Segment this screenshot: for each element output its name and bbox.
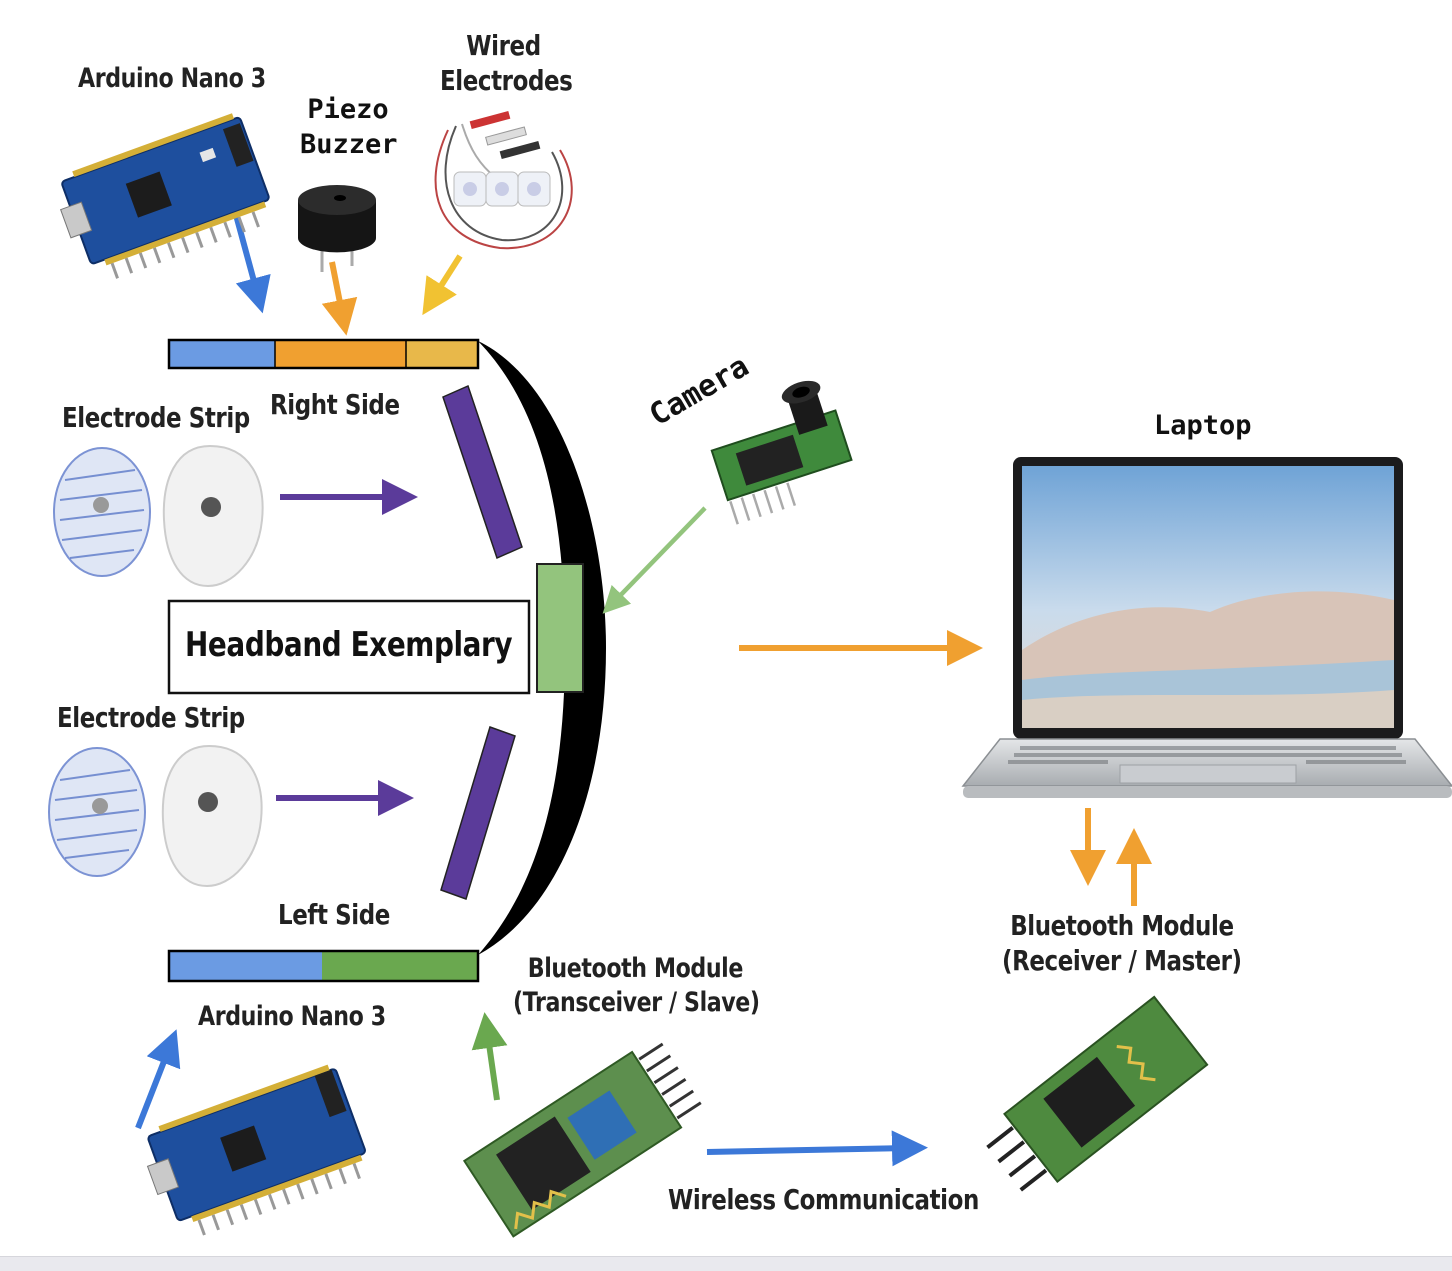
bt-master-label: Bluetooth Module (Receiver / Master) xyxy=(1002,908,1242,978)
piezo-label-line1: Piezo xyxy=(307,94,389,125)
bt-slave-line1: Bluetooth Module xyxy=(527,953,744,984)
bluetooth-module-icon xyxy=(462,1042,702,1238)
bt-slave-label: Bluetooth Module (Transceiver / Slave) xyxy=(513,952,760,1020)
electrode-pad-icon xyxy=(48,744,263,888)
arrow-buzzer-to-band xyxy=(321,261,358,336)
arduino-board-icon xyxy=(59,113,270,279)
wired-electrodes-label: Wired Electrodes xyxy=(440,28,573,98)
bottom-strip xyxy=(0,1256,1452,1271)
arrow-arduino-bottom-to-band xyxy=(135,1029,181,1130)
camera-slot xyxy=(536,563,584,693)
arrow-camera-to-headband xyxy=(602,506,707,614)
headband-arc xyxy=(478,341,606,955)
arduino-board-icon xyxy=(146,1064,366,1236)
laptop-label: Laptop xyxy=(1154,410,1252,441)
electrode-strip-bottom xyxy=(440,726,516,900)
arrow-wireless xyxy=(706,1130,928,1167)
wired-electrodes-icon xyxy=(434,110,573,250)
bluetooth-module-icon xyxy=(986,995,1209,1192)
left-side-band xyxy=(167,949,480,983)
piezo-buzzer-label: Piezo Buzzer xyxy=(300,92,398,162)
left-side-label: Left Side xyxy=(278,898,390,931)
right-side-band xyxy=(167,338,480,370)
headband-box xyxy=(167,599,531,695)
arduino-top-label: Arduino Nano 3 xyxy=(78,63,266,94)
laptop-icon xyxy=(961,457,1452,798)
wired-label-line2: Electrodes xyxy=(440,64,573,97)
arduino-bottom-label: Arduino Nano 3 xyxy=(198,1001,386,1032)
electrode-strip-top xyxy=(442,384,523,560)
wired-label-line1: Wired xyxy=(466,29,541,62)
arrow-electrodes-to-band xyxy=(422,254,463,316)
piezo-buzzer-icon xyxy=(298,185,376,272)
headband-title: Headband Exemplary xyxy=(185,625,513,665)
wireless-communication-label: Wireless Communication xyxy=(668,1183,979,1216)
piezo-label-line2: Buzzer xyxy=(300,129,398,161)
electrode-pad-icon xyxy=(53,444,264,588)
arrow-arduino-top-to-band xyxy=(233,214,271,314)
camera-module-icon xyxy=(710,380,853,525)
electrode-strip-bottom-label: Electrode Strip xyxy=(57,701,245,734)
right-side-label: Right Side xyxy=(270,388,400,421)
bt-master-line2: (Receiver / Master) xyxy=(1002,944,1242,977)
electrode-strip-top-label: Electrode Strip xyxy=(62,401,250,434)
bt-slave-line2: (Transceiver / Slave) xyxy=(513,986,760,1018)
arrow-bt-slave-to-band xyxy=(471,1012,508,1101)
bt-master-line1: Bluetooth Module xyxy=(1010,909,1234,942)
